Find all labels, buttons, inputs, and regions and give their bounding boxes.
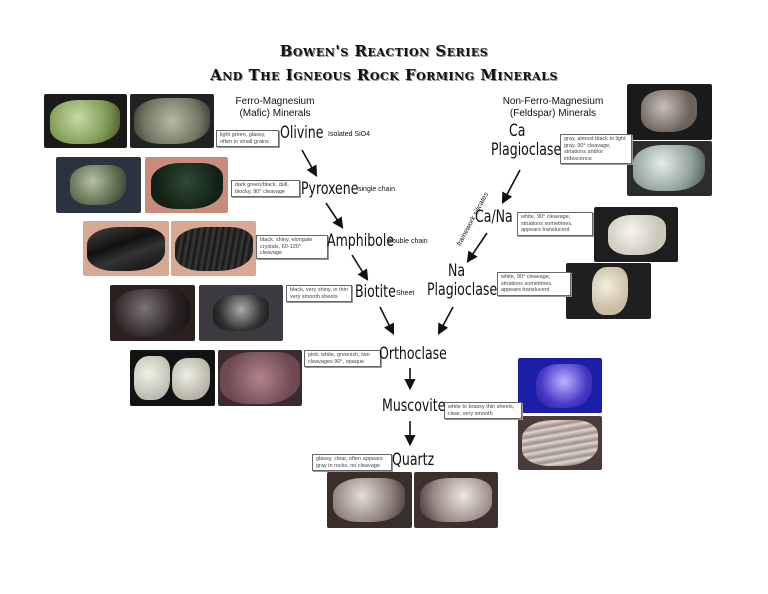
olivine-note: light green, glassy, often in small grai… bbox=[216, 130, 279, 147]
mafic-label-line2: (Mafic) Minerals bbox=[239, 108, 311, 119]
quartz-photo-1 bbox=[327, 472, 412, 528]
na-label: Na bbox=[448, 261, 466, 281]
quartz-photo-2 bbox=[414, 472, 498, 528]
amphibole-photo-1 bbox=[83, 221, 169, 276]
biotite-label: Biotite bbox=[355, 282, 396, 302]
arrow-down-icon bbox=[437, 306, 454, 335]
muscovite-note: white to brassy thin sheets, clear, very… bbox=[444, 402, 522, 419]
na-plagioclase-note: white, 90° cleavage, striations sometime… bbox=[497, 272, 571, 296]
muscovite-photo-1 bbox=[518, 358, 602, 413]
title-line-1: Bowen's Reaction Series bbox=[279, 42, 489, 60]
mafic-group-label: Ferro-Magnesium (Mafic) Minerals bbox=[220, 96, 330, 120]
arrow-down-icon bbox=[379, 306, 395, 336]
ca-plagioclase-photo-2 bbox=[627, 141, 712, 196]
orthoclase-note: pink, white, greenish, two cleavages 90°… bbox=[304, 350, 381, 367]
arrow-down-icon bbox=[325, 202, 344, 229]
muscovite-photo-2 bbox=[518, 416, 602, 470]
title-line-2: And The Igneous Rock Forming Minerals bbox=[210, 66, 558, 84]
amphibole-photo-2 bbox=[171, 221, 256, 276]
cana-plagioclase-note: white, 90° cleavage, striations sometime… bbox=[517, 212, 593, 236]
olivine-photo-1 bbox=[44, 94, 127, 148]
cana-plagioclase-label: Ca/Na bbox=[475, 207, 513, 227]
na-plagioclase-photo bbox=[566, 263, 651, 319]
pyroxene-label: Pyroxene bbox=[301, 179, 359, 199]
orthoclase-label: Orthoclase bbox=[379, 344, 447, 364]
ca-plagioclase-note: gray, almost black to light gray, 90° cl… bbox=[560, 134, 632, 164]
biotite-structure: Sheet bbox=[396, 290, 415, 297]
na-plagioclase-label: Plagioclase bbox=[427, 280, 498, 300]
amphibole-label: Amphibole bbox=[327, 231, 395, 251]
amphibole-structure: double chain bbox=[388, 238, 428, 245]
felsic-group-label: Non-Ferro-Magnesium (Feldspar) Minerals bbox=[488, 96, 618, 120]
olivine-structure: Isolated SiO4 bbox=[328, 131, 371, 138]
quartz-note: glassy, clear, often appears gray in roc… bbox=[312, 454, 392, 471]
felsic-label-line1: Non-Ferro-Magnesium bbox=[502, 96, 604, 107]
ca-label: Ca bbox=[509, 121, 526, 141]
arrow-down-icon bbox=[351, 254, 369, 281]
pyroxene-note: dark green/black, dull, blocky, 90° clea… bbox=[231, 180, 300, 197]
cana-plagioclase-photo bbox=[594, 207, 678, 262]
quartz-label: Quartz bbox=[392, 450, 435, 470]
biotite-photo-1 bbox=[110, 285, 195, 341]
ca-plagioclase-photo-1 bbox=[627, 84, 712, 140]
olivine-photo-2 bbox=[130, 94, 214, 148]
olivine-label: Olivine bbox=[280, 123, 324, 143]
amphibole-note: black, shiny, elongate crystals, 60-120°… bbox=[256, 235, 328, 259]
pyroxene-photo-2 bbox=[145, 157, 228, 213]
pyroxene-photo-1 bbox=[56, 157, 141, 213]
muscovite-label: Muscovite bbox=[382, 396, 446, 416]
arrow-down-icon bbox=[301, 149, 318, 177]
felsic-label-line2: (Feldspar) Minerals bbox=[509, 108, 597, 119]
orthoclase-photo-1 bbox=[130, 350, 215, 406]
biotite-note: black, very shiny, in thin very smooth s… bbox=[286, 285, 352, 302]
arrow-down-icon bbox=[466, 232, 488, 263]
orthoclase-photo-2 bbox=[218, 350, 302, 406]
mafic-label-line1: Ferro-Magnesium bbox=[235, 96, 315, 107]
pyroxene-structure: single chain bbox=[358, 186, 395, 193]
ca-plagioclase-label: Plagioclase bbox=[491, 140, 562, 160]
biotite-photo-2 bbox=[199, 285, 283, 341]
arrow-down-icon bbox=[501, 169, 521, 204]
